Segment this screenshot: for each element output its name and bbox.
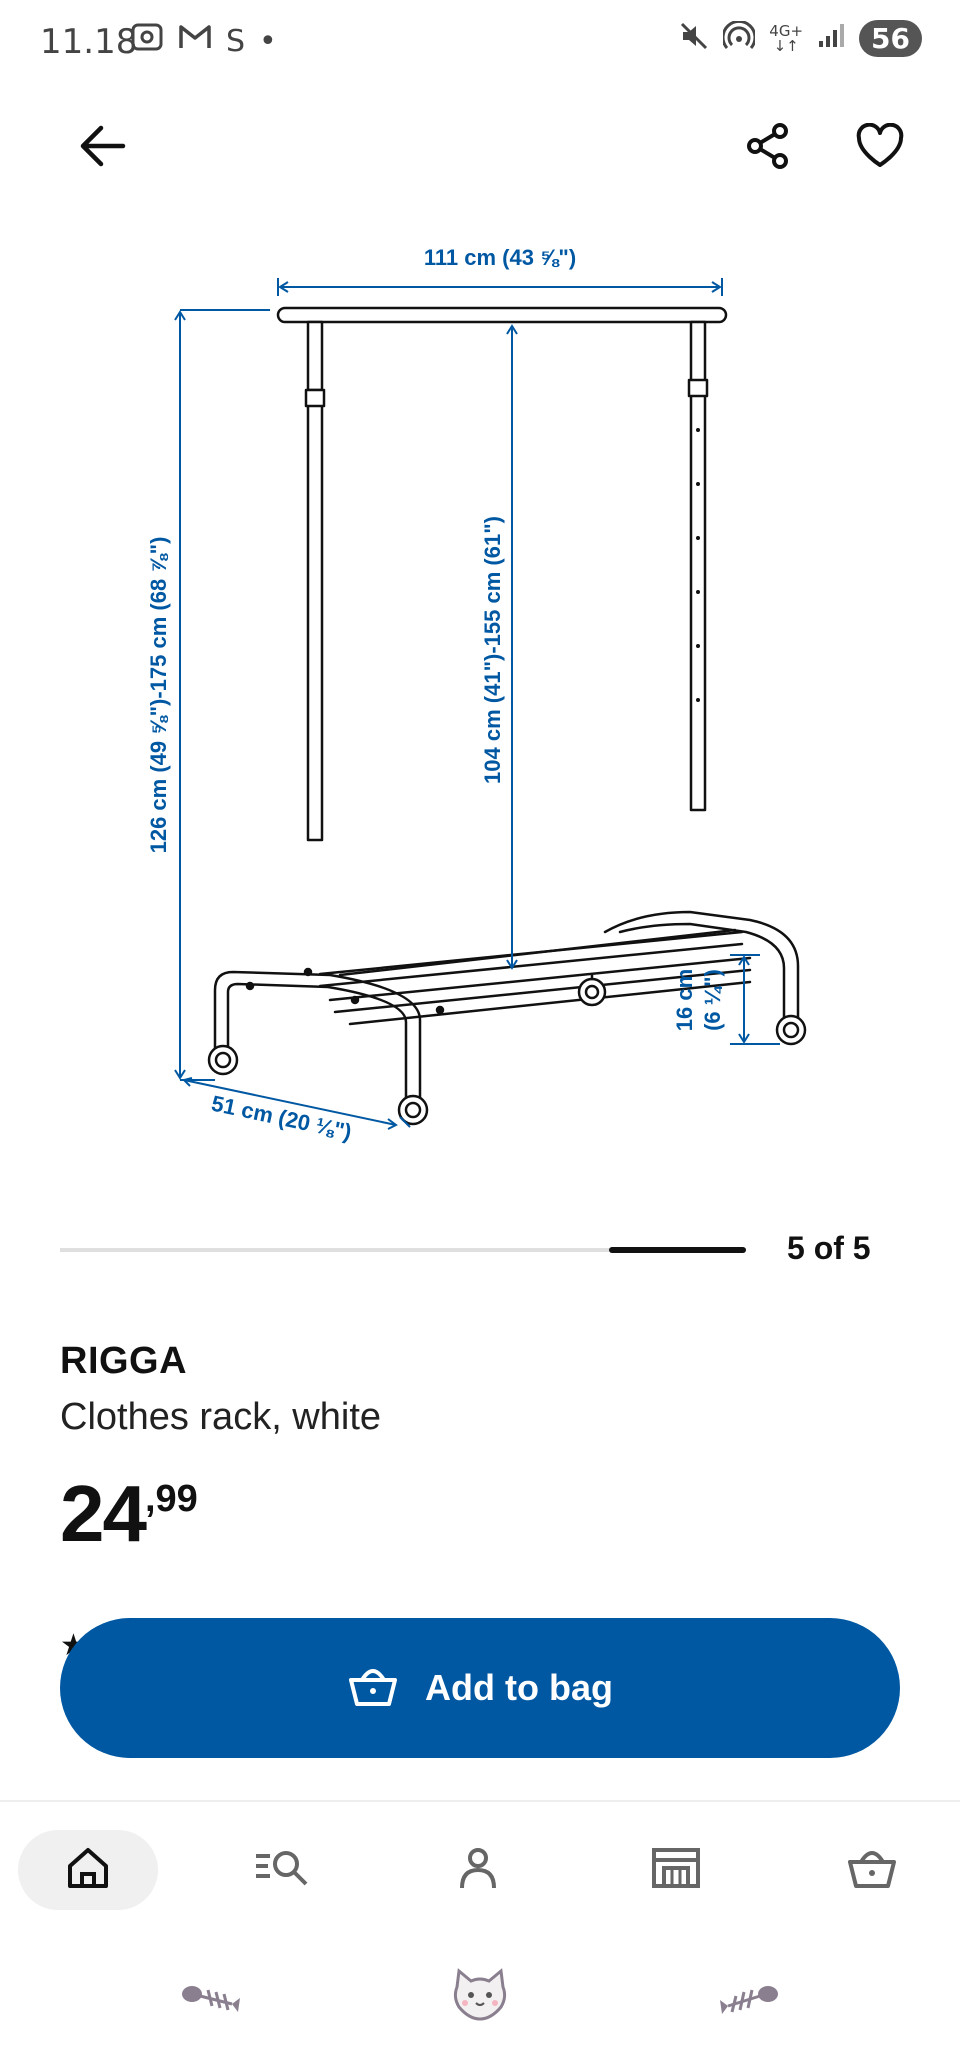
dot-icon: •: [259, 23, 277, 59]
network-type: 4G+↓↑: [769, 21, 804, 55]
store-icon: [650, 1844, 702, 1897]
mute-icon: [679, 21, 709, 56]
product-price: 24,99: [60, 1468, 198, 1560]
back-arrow-icon: [77, 124, 127, 173]
heart-icon: [855, 122, 905, 174]
basket-icon: [846, 1846, 898, 1895]
carousel-progress-thumb: [609, 1247, 746, 1253]
product-description: Clothes rack, white: [60, 1396, 382, 1438]
dimension-depth-label: 51 cm (20 ⅛"): [209, 1091, 354, 1145]
battery-indicator: 56: [859, 20, 922, 57]
system-recents-button[interactable]: [710, 1970, 790, 2030]
price-decimal: ,99: [144, 1478, 198, 1520]
favorite-button[interactable]: [840, 108, 920, 188]
share-icon: [743, 121, 793, 176]
price-integer: 24: [60, 1469, 147, 1558]
search-list-icon: [252, 1844, 312, 1897]
cat-home-icon: [451, 1967, 509, 2028]
basket-icon: [347, 1664, 399, 1713]
product-image[interactable]: 111 cm (43 ⅝") 126 cm (49 ⅝")-175 cm (68…: [130, 230, 850, 1190]
nav-search[interactable]: [212, 1830, 352, 1910]
signal-icon: [817, 23, 845, 54]
status-bar: 11.18 S • 4G+↓↑ 56: [0, 0, 960, 84]
nav-profile[interactable]: [408, 1830, 548, 1910]
bottom-nav-divider: [0, 1800, 960, 1802]
dimension-hanging-label: 104 cm (41")-155 cm (61"): [480, 516, 505, 784]
dimension-shelf-label-line2: (6 ¼"): [700, 969, 725, 1031]
dimension-height-label: 126 cm (49 ⅝")-175 cm (68 ⅞"): [146, 537, 171, 854]
status-time: 11.18: [40, 22, 138, 62]
status-left-icons: S •: [130, 22, 277, 60]
s-icon: S: [226, 23, 246, 59]
hotspot-icon: [721, 19, 757, 56]
nav-stores[interactable]: [606, 1830, 746, 1910]
fishbone-right-icon: [718, 1976, 782, 2025]
home-icon: [64, 1844, 112, 1897]
carousel-counter: 5 of 5: [787, 1230, 871, 1266]
profile-icon: [454, 1844, 502, 1897]
screenshot-icon: [130, 22, 164, 60]
system-back-button[interactable]: [170, 1970, 250, 2030]
status-right-icons: 4G+↓↑ 56: [679, 19, 922, 57]
fishbone-left-icon: [178, 1976, 242, 2025]
nav-cart[interactable]: [802, 1830, 942, 1910]
back-button[interactable]: [62, 108, 142, 188]
add-to-bag-label: Add to bag: [425, 1667, 613, 1708]
carousel-progress-track: [60, 1248, 746, 1252]
nav-home[interactable]: [18, 1830, 158, 1910]
dimension-shelf-label-line1: 16 cm: [672, 969, 697, 1031]
share-button[interactable]: [728, 108, 808, 188]
dimension-width-label: 111 cm (43 ⅝"): [424, 245, 576, 270]
system-home-button[interactable]: [440, 1962, 520, 2032]
add-to-bag-button[interactable]: Add to bag: [60, 1618, 900, 1758]
gmail-icon: [178, 23, 212, 59]
product-name: RIGGA: [60, 1340, 188, 1382]
